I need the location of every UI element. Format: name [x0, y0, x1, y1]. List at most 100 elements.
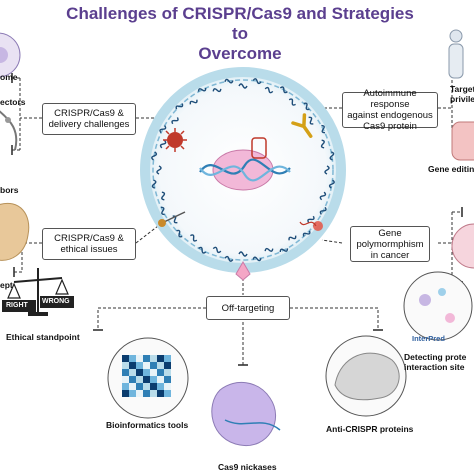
cas9-marker-icon: [235, 261, 251, 281]
scale-wrong-label: WRONG: [42, 298, 70, 305]
rna-coil: [198, 246, 207, 254]
scale-of-justice-icon: [2, 268, 74, 316]
guide-rna: [251, 137, 267, 159]
targeting-label: Target privile: [450, 84, 474, 104]
ethical-issues-box: CRISPR/Cas9 & ethical issues: [42, 228, 136, 260]
off-targeting-box: Off-targeting: [206, 296, 290, 320]
mutation-icon: [299, 221, 323, 231]
heatmap-cell: [143, 355, 150, 362]
ethical-box-line-2: ethical issues: [60, 244, 118, 255]
rna-coil: [238, 251, 248, 257]
heatmap-cell: [136, 383, 143, 390]
donors-label: bors: [0, 185, 19, 195]
vectors-label: ectors: [0, 97, 26, 107]
heatmap-cell: [129, 355, 136, 362]
heatmap-cell: [143, 383, 150, 390]
delivery-box-line-1: CRISPR/Cas9 &: [54, 108, 124, 119]
heatmap-cell: [143, 376, 150, 383]
rna-coil: [252, 256, 262, 262]
rna-coil: [319, 191, 327, 201]
detecting-label: Detecting prote interaction site: [404, 352, 466, 372]
autoimmune-response-box: Autoimmune response against endogenous C…: [342, 88, 438, 132]
rna-coil: [264, 247, 274, 252]
detecting-line-2: interaction site: [404, 362, 465, 372]
rna-coil: [329, 151, 335, 161]
rna-coil: [264, 86, 274, 94]
rna-coil: [189, 99, 198, 105]
cell-inner-ring: [152, 79, 334, 261]
anti-crispr-label: Anti-CRISPR proteins: [326, 424, 414, 434]
rna-coil: [160, 206, 165, 216]
heatmap-cell: [136, 376, 143, 383]
heatmap-cell: [164, 390, 171, 397]
cell-structure-illustration: [451, 223, 474, 269]
rna-coil: [224, 255, 234, 262]
rna-coil: [156, 165, 162, 175]
rna-coil: [308, 116, 314, 125]
heatmap-cell: [157, 390, 164, 397]
heatmap-cell: [129, 369, 136, 376]
heatmap-cell: [150, 376, 157, 383]
dna-helix-strand-2: [199, 165, 291, 182]
diagram-title: Challenges of CRISPR/Cas9 and Strategies…: [60, 4, 420, 64]
rna-coil: [320, 139, 325, 149]
concept-label: ept: [0, 280, 13, 290]
rna-coil: [319, 206, 327, 215]
gene-editing-label: Gene editing: [428, 164, 474, 174]
rna-coil: [151, 151, 158, 161]
rna-coil: [302, 230, 311, 237]
vector-illustration: [0, 32, 21, 78]
scale-right-label: RIGHT: [6, 302, 28, 309]
rna-coil: [224, 78, 234, 84]
heatmap-cell: [164, 362, 171, 369]
nickase-illustration: [211, 382, 281, 446]
rna-coil: [324, 165, 330, 175]
heatmap-cell: [150, 369, 157, 376]
rna-coil: [171, 117, 179, 125]
cas9-nickases-label: Cas9 nickases: [218, 462, 277, 472]
heatmap-cell: [143, 362, 150, 369]
rna-coil: [328, 179, 335, 189]
heatmap-cell: [157, 362, 164, 369]
rna-coil: [197, 87, 207, 92]
rna-coil: [212, 246, 222, 254]
heatmap-cell: [129, 390, 136, 397]
heatmap-cell: [150, 355, 157, 362]
rna-coil: [307, 215, 315, 223]
heatmap-cell: [150, 383, 157, 390]
heatmap-cell: [129, 362, 136, 369]
heatmap-cell: [136, 369, 143, 376]
detecting-line-1: Detecting prote: [404, 352, 467, 362]
gene-editing-illustration: [451, 121, 474, 161]
heatmap-cell: [129, 376, 136, 383]
heatmap-cell: [122, 376, 129, 383]
heatmap-cell: [143, 369, 150, 376]
heatmap-cell: [136, 355, 143, 362]
bioinformatics-label: Bioinformatics tools: [106, 420, 189, 430]
heatmap-cell: [164, 355, 171, 362]
heatmap-cell: [157, 376, 164, 383]
rna-coil: [238, 83, 248, 89]
rna-coil: [288, 98, 296, 106]
vectors-label-top: ome: [0, 72, 18, 82]
gene-poly-line-3: in cancer: [370, 249, 410, 261]
heatmap-cell: [136, 362, 143, 369]
rna-coil: [321, 124, 326, 134]
rna-coil: [176, 229, 183, 238]
heatmap-cell: [122, 383, 129, 390]
protein-interaction-illustration: [403, 271, 473, 341]
gene-polymorphism-box: Gene polymormphism in cancer: [350, 226, 430, 262]
dna-helix-strand-1: [199, 158, 291, 175]
heatmap-cell: [164, 383, 171, 390]
autoimmune-box-line-2: against endogenous: [347, 110, 433, 121]
ethical-standpoint-label: Ethical standpoint: [6, 332, 80, 342]
heatmap-cell: [122, 369, 129, 376]
title-line-1: Challenges of CRISPR/Cas9 and Strategies…: [66, 4, 414, 43]
heatmap-cell: [122, 390, 129, 397]
heatmap-cell: [164, 376, 171, 383]
gene-poly-line-2: polymormphism: [356, 238, 424, 250]
heatmap-cell: [150, 390, 157, 397]
rna-coil: [279, 86, 288, 94]
rna-coil: [190, 234, 198, 242]
ethical-box-line-1: CRISPR/Cas9 &: [54, 233, 124, 244]
